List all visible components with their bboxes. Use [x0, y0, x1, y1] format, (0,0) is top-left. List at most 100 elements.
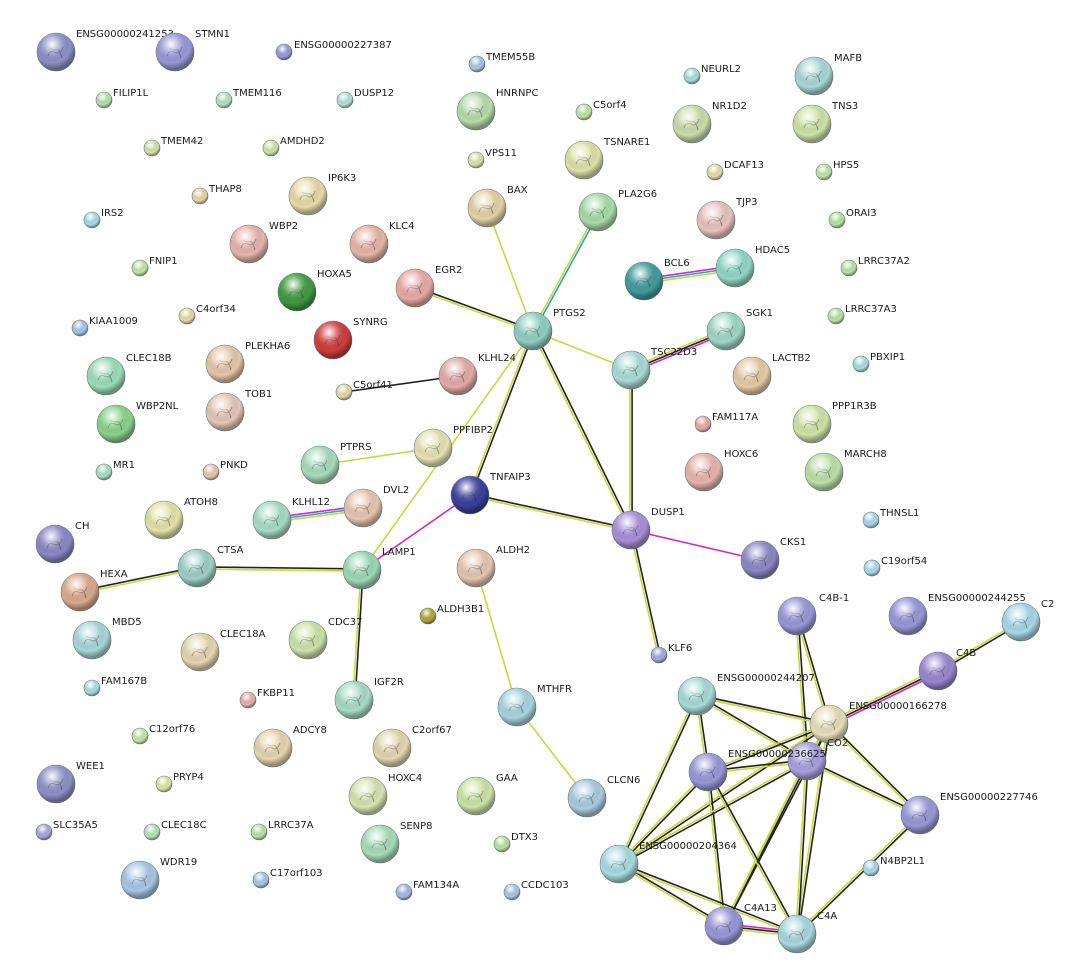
node-pnkd[interactable]: PNKD	[202, 460, 248, 481]
node-slc35a5[interactable]: SLC35A5	[35, 820, 98, 841]
node-cks1[interactable]: CKS1	[740, 537, 806, 580]
node-c2[interactable]: C2	[1001, 599, 1054, 642]
node-mthfr[interactable]: MTHFR	[497, 684, 572, 727]
edge-ensg00000204364-c4a[interactable]	[618, 862, 798, 936]
edge-c4b-ensg00000166278[interactable]	[827, 668, 940, 727]
node-fam167b[interactable]: FAM167B	[83, 676, 147, 697]
node-tns3[interactable]: TNS3	[792, 101, 858, 144]
node-cdc37[interactable]: CDC37	[288, 617, 362, 660]
edge-dusp1-cks1[interactable]	[630, 529, 761, 561]
node-thnsl1[interactable]: THNSL1	[862, 508, 919, 529]
node-aldh2[interactable]: ALDH2	[456, 545, 530, 588]
node-neurl2[interactable]: NEURL2	[683, 64, 741, 85]
node-dusp12[interactable]: DUSP12	[336, 88, 394, 109]
node-wee1[interactable]: WEE1	[36, 761, 105, 804]
edge-ensg00000166278-ensg00000236625[interactable]	[707, 722, 830, 774]
node-kiaa1009[interactable]: KIAA1009	[71, 316, 138, 337]
node-synrg[interactable]: SYNRG	[313, 317, 388, 360]
node-aldh3b1[interactable]: ALDH3B1	[419, 604, 484, 625]
node-ctsa[interactable]: CTSA	[177, 545, 244, 588]
node-klhl12[interactable]: KLHL12	[252, 497, 330, 540]
node-clec18a[interactable]: CLEC18A	[180, 629, 266, 672]
node-ensg00000244207[interactable]: ENSG00000244207	[677, 673, 815, 716]
node-ppp1r3b[interactable]: PPP1R3B	[792, 401, 877, 444]
node-tmem116[interactable]: TMEM116	[215, 88, 282, 109]
edge-ensg00000236625-c4a[interactable]	[706, 771, 799, 935]
node-gaa[interactable]: GAA	[456, 773, 518, 816]
node-lrrc37a3[interactable]: LRRC37A3	[827, 304, 897, 325]
node-filip1l[interactable]: FILIP1L	[95, 88, 149, 109]
node-pla2g6[interactable]: PLA2G6	[578, 189, 657, 232]
edge-egr2-ptgs2[interactable]	[414, 286, 534, 333]
edge-ensg00000244207-ensg00000204364[interactable]	[617, 695, 699, 865]
node-tmem42[interactable]: TMEM42	[143, 136, 203, 157]
node-c5orf4[interactable]: C5orf4	[575, 100, 626, 121]
node-vps11[interactable]: VPS11	[467, 148, 517, 169]
edge-pla2g6-ptgs2[interactable]	[531, 211, 600, 332]
node-ensg00000204364[interactable]: ENSG00000204364	[599, 841, 737, 884]
node-mbd5[interactable]: MBD5	[72, 617, 142, 660]
node-fkbp11[interactable]: FKBP11	[239, 688, 295, 709]
node-lactb2[interactable]: LACTB2	[732, 353, 811, 396]
node-tsnare1[interactable]: TSNARE1	[564, 137, 650, 180]
node-dcaf13[interactable]: DCAF13	[706, 160, 764, 181]
node-orai3[interactable]: ORAI3	[828, 208, 877, 229]
edge-co2-c4a[interactable]	[795, 760, 809, 935]
node-amdhd2[interactable]: AMDHD2	[262, 136, 325, 157]
node-adcy8[interactable]: ADCY8	[253, 725, 327, 768]
node-c4a13[interactable]: C4A13	[704, 903, 777, 946]
node-co2[interactable]: CO2	[787, 738, 848, 781]
node-ensg00000236625[interactable]: ENSG00000236625	[688, 749, 826, 792]
node-c2orf67[interactable]: C2orf67	[372, 725, 452, 768]
node-ch[interactable]: CH	[35, 521, 90, 564]
node-atoh8[interactable]: ATOH8	[144, 497, 218, 540]
node-igf2r[interactable]: IGF2R	[334, 677, 404, 720]
node-wbp2[interactable]: WBP2	[229, 221, 298, 264]
edge-aldh2-mthfr[interactable]	[475, 567, 518, 708]
edge-co2-ensg00000204364[interactable]	[618, 759, 808, 866]
node-dusp1[interactable]: DUSP1	[611, 507, 685, 550]
node-fam117a[interactable]: FAM117A	[694, 412, 758, 433]
edge-ctsa-lamp1[interactable]	[196, 566, 363, 572]
node-ensg00000166278[interactable]: ENSG00000166278	[809, 701, 947, 744]
node-ensg00000241253[interactable]: ENSG00000241253	[36, 29, 174, 72]
node-c5orf41[interactable]: C5orf41	[335, 380, 393, 401]
edge-ensg00000166278-ensg00000227746[interactable]	[827, 722, 922, 817]
node-ensg00000227746[interactable]: ENSG00000227746	[900, 792, 1038, 835]
edge-bax-ptgs2[interactable]	[486, 207, 534, 332]
node-klf6[interactable]: KLF6	[650, 643, 692, 664]
node-hexa[interactable]: HEXA	[60, 569, 128, 612]
node-plekha6[interactable]: PLEKHA6	[205, 341, 290, 384]
node-hdac5[interactable]: HDAC5	[715, 245, 790, 288]
node-ensg00000227387[interactable]: ENSG00000227387	[275, 40, 392, 61]
node-irs2[interactable]: IRS2	[83, 208, 124, 229]
node-clec18c[interactable]: CLEC18C	[143, 820, 207, 841]
edge-c4b-1-co2[interactable]	[795, 615, 809, 762]
edge-ptgs2-dusp1[interactable]	[531, 330, 633, 531]
node-c17orf103[interactable]: C17orf103	[252, 868, 323, 889]
node-tob1[interactable]: TOB1	[205, 389, 272, 432]
node-ppfibp2[interactable]: PPFIBP2	[413, 425, 493, 468]
edge-ensg00000204364-c4a13[interactable]	[618, 862, 725, 928]
node-thap8[interactable]: THAP8	[191, 184, 242, 205]
edge-tnfaip3-lamp1[interactable]	[361, 494, 471, 571]
node-egr2[interactable]: EGR2	[395, 265, 462, 308]
edge-tsc22d3-dusp1[interactable]	[629, 370, 633, 530]
node-ensg00000244255[interactable]: ENSG00000244255	[888, 593, 1026, 636]
node-c4orf34[interactable]: C4orf34	[178, 304, 236, 325]
node-hps5[interactable]: HPS5	[815, 160, 859, 181]
edge-dusp1-klf6[interactable]	[629, 529, 661, 656]
edge-tnfaip3-dusp1[interactable]	[469, 493, 632, 532]
edge-ptgs2-tnfaip3[interactable]	[468, 330, 535, 496]
edge-hexa-ctsa[interactable]	[79, 566, 198, 594]
node-mr1[interactable]: MR1	[95, 460, 135, 481]
node-pbxip1[interactable]: PBXIP1	[852, 352, 905, 373]
node-bcl6[interactable]: BCL6	[624, 258, 690, 301]
node-march8[interactable]: MARCH8	[804, 449, 887, 492]
node-hoxc6[interactable]: HOXC6	[684, 449, 758, 492]
node-dtx3[interactable]: DTX3	[493, 832, 538, 853]
node-c4b-1[interactable]: C4B-1	[777, 593, 849, 636]
edge-lamp1-igf2r[interactable]	[352, 569, 364, 701]
node-tjp3[interactable]: TJP3	[696, 197, 757, 240]
